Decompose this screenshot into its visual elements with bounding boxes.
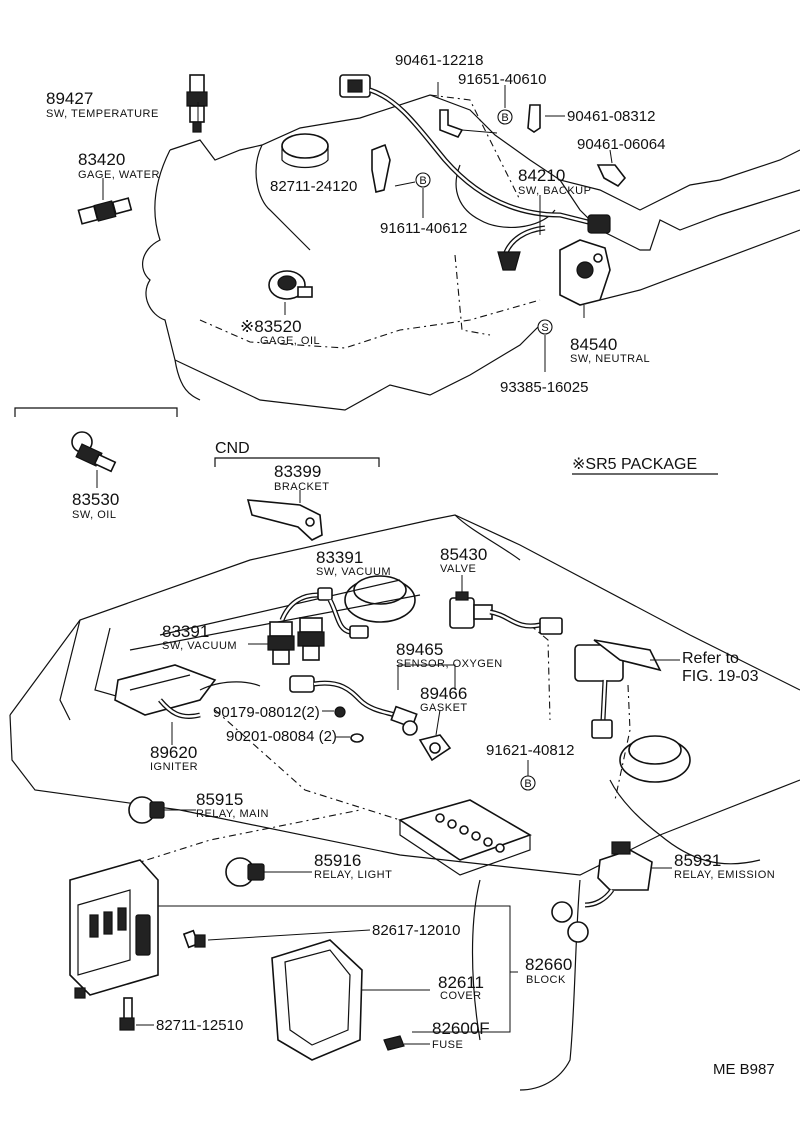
marker-b-1: B <box>497 109 513 125</box>
small-clip-parts <box>119 929 405 1051</box>
oil-switch-group <box>14 407 178 488</box>
marker-s: S <box>537 319 553 335</box>
desc-82611: COVER <box>440 990 482 1002</box>
svg-text:B: B <box>524 778 531 790</box>
water-gage-part <box>77 197 133 225</box>
desc-89465: SENSOR, OXYGEN <box>396 658 503 670</box>
desc-82660: BLOCK <box>526 974 566 986</box>
desc-83391-top: SW, VACUUM <box>316 566 391 578</box>
desc-83530: SW, OIL <box>72 509 116 521</box>
engine-outline <box>142 94 800 411</box>
pn-83530: 83530 <box>72 490 119 509</box>
pn-85931: 85931 <box>674 851 721 870</box>
pn-90461-08312: 90461-08312 <box>567 108 655 125</box>
fuse-block-part <box>69 859 159 999</box>
pn-84210: 84210 <box>518 166 565 185</box>
refer-relay-part <box>574 639 680 739</box>
desc-89466: GASKET <box>420 702 468 714</box>
footer-code: ME B987 <box>713 1061 775 1078</box>
pn-91651-40610: 91651-40610 <box>458 71 546 88</box>
svg-text:B: B <box>501 112 508 124</box>
pn-83420: 83420 <box>78 150 125 169</box>
pn-89465: 89465 <box>396 640 443 659</box>
pn-85915: 85915 <box>196 790 243 809</box>
marker-b-2: B <box>415 172 431 188</box>
pn-82711-24120: 82711-24120 <box>270 178 357 195</box>
desc-84210: SW, BACKUP <box>518 185 591 197</box>
hardware-clips <box>439 104 627 188</box>
pn-89427: 89427 <box>46 89 93 108</box>
desc-85916: RELAY, LIGHT <box>314 869 392 881</box>
refer-fig-label: FIG. 19-03 <box>682 668 759 685</box>
desc-84540: SW, NEUTRAL <box>570 353 650 365</box>
desc-83391-left: SW, VACUUM <box>162 640 237 652</box>
pn-84540: 84540 <box>570 335 617 354</box>
desc-83399: BRACKET <box>274 481 329 493</box>
desc-89427: SW, TEMPERATURE <box>46 108 159 120</box>
sr5-package-label: ※SR5 PACKAGE <box>572 456 697 473</box>
desc-83520: GAGE, OIL <box>260 335 320 347</box>
pn-82617-12010: 82617-12010 <box>372 922 460 939</box>
pn-83520: ※83520 <box>240 317 302 336</box>
pn-90461-06064: 90461-06064 <box>577 136 665 153</box>
temperature-switch-part <box>186 74 208 133</box>
pn-85430: 85430 <box>440 545 487 564</box>
pn-91621-40812: 91621-40812 <box>486 742 574 759</box>
fuse-block-leaders <box>136 905 518 1045</box>
clip-part <box>371 143 391 193</box>
vacuum-switch-parts <box>267 587 369 665</box>
marker-b-3: B <box>520 775 536 791</box>
cnd-label: CND <box>215 440 250 457</box>
battery-caps <box>435 813 505 853</box>
pn-83391-left: 83391 <box>162 622 209 641</box>
cover-part <box>271 939 363 1061</box>
refer-to-label: Refer to <box>682 650 739 667</box>
desc-82600F: FUSE <box>432 1039 463 1051</box>
light-relay-part <box>225 857 312 887</box>
desc-85430: VALVE <box>440 563 476 575</box>
desc-83420: GAGE, WATER <box>78 169 160 181</box>
svg-text:S: S <box>541 322 548 334</box>
pn-82660: 82660 <box>525 955 572 974</box>
backup-switch-harness <box>339 74 601 271</box>
igniter-part <box>114 664 261 745</box>
pn-89466: 89466 <box>420 684 467 703</box>
pn-82600F: 82600F <box>432 1019 490 1038</box>
pn-90461-12218: 90461-12218 <box>395 52 483 69</box>
pn-85916: 85916 <box>314 851 361 870</box>
main-relay-part <box>128 796 196 824</box>
pn-82711-12510: 82711-12510 <box>156 1017 243 1034</box>
pn-91611-40612: 91611-40612 <box>380 220 467 237</box>
desc-89620: IGNITER <box>150 761 198 773</box>
bolt-nut-parts <box>322 706 364 743</box>
desc-85931: RELAY, EMISSION <box>674 869 775 881</box>
top-leaders <box>102 82 613 372</box>
pn-83399: 83399 <box>274 462 321 481</box>
valve-part <box>449 575 563 635</box>
svg-text:B: B <box>419 175 426 187</box>
emission-relay-part <box>551 841 672 943</box>
car-body-outline <box>9 514 800 1091</box>
oil-gage-part <box>268 270 313 300</box>
pn-83391-top: 83391 <box>316 548 363 567</box>
desc-85915: RELAY, MAIN <box>196 808 269 820</box>
cnd-group <box>214 457 380 541</box>
oxygen-sensor-part <box>289 664 456 762</box>
pn-93385-16025: 93385-16025 <box>500 379 588 396</box>
pn-89620: 89620 <box>150 743 197 762</box>
pn-82611: 82611 <box>438 973 484 992</box>
pn-90179-08012: 90179-08012(2) <box>213 704 320 721</box>
neutral-switch-part <box>559 214 611 306</box>
pn-90201-08084: 90201-08084 (2) <box>226 728 337 745</box>
